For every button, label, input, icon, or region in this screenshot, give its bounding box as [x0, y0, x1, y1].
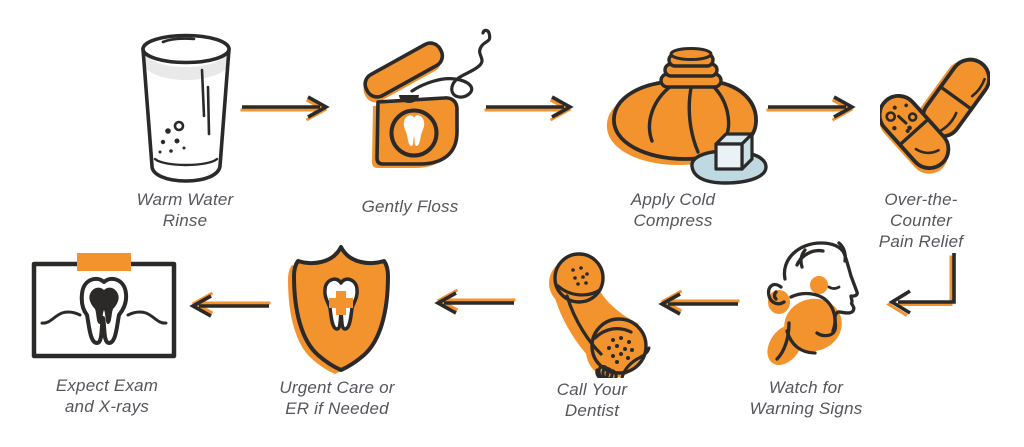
step-label-apply-cold-compress: Apply Cold Compress	[630, 190, 716, 230]
pills-icon	[880, 57, 990, 174]
step-label-watch-warning-signs: Watch for Warning Signs	[749, 378, 863, 418]
phone-handset-icon	[549, 252, 651, 378]
step-label-gently-floss: Gently Floss	[361, 197, 459, 216]
step-label-expect-exam: Expect Exam and X-rays	[55, 376, 159, 416]
step-label-otc-pain-relief: Over-the-Counter Pain Relief	[878, 190, 964, 251]
arrow-down-left-icon	[886, 253, 956, 317]
step-label-call-your-dentist: Call Your Dentist	[556, 380, 628, 420]
step-label-warm-water-rinse: Warm Water Rinse	[136, 190, 234, 230]
water-glass-icon	[141, 33, 231, 183]
cold-compress-icon	[606, 47, 768, 185]
arrow-left-icon	[658, 289, 740, 316]
arrow-right-icon	[766, 95, 856, 122]
arrow-left-icon	[189, 291, 271, 318]
step-label-urgent-care: Urgent Care or ER if Needed	[279, 378, 395, 418]
arrow-left-icon	[434, 288, 516, 315]
shield-tooth-icon	[288, 245, 390, 374]
dental-floss-icon	[363, 28, 492, 168]
arrow-right-icon	[484, 95, 574, 122]
arrow-right-icon	[240, 95, 330, 122]
tooth-xray-icon	[31, 253, 177, 359]
swollen-face-icon	[766, 241, 859, 365]
